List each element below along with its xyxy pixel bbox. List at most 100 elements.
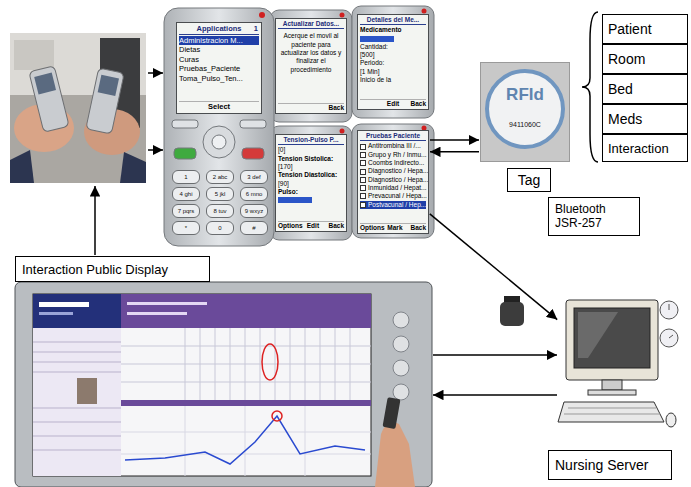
screen-field: [1 Min] [360,68,380,75]
keypad-key: 6 mno [240,187,268,201]
data-box: Patient [602,14,688,44]
softkey-slot [278,104,300,112]
box-label: Interaction [608,141,669,156]
heading-box: Interaction Public Display [15,256,210,282]
checkbox [360,144,366,150]
softkey-slot: Select [206,102,233,112]
screen-row: Coombs Indirecto... [360,159,426,167]
screen-title: Actualizar Datos... [283,20,339,27]
data-box: Meds [602,104,688,134]
field-label: Medicamento [360,26,402,33]
checkbox-item: Grupo y Rh / Inmu... [368,151,427,158]
screen-row: Curas [179,55,259,65]
nursing-server: Nursing Server [558,298,680,446]
softkey-slot: Back [404,100,426,108]
softkey-slot: Back [323,222,344,230]
data-box: Bed [602,74,688,104]
screen-field: [90] [278,180,289,187]
softkey-slot: Options [360,224,385,232]
keypad-key: 2 abc [206,170,234,184]
checkbox-item: Prevacunal / Hepa... [368,192,427,199]
field-label: Pulso: [278,188,298,195]
screen-row: Tension-Pulso P... [278,136,344,145]
softkey-label: Select [208,102,230,111]
box-label: Bluetooth JSR-257 [555,202,606,230]
screen-field: Periodo: [360,59,384,66]
phone-screen: Detalles del Me... MedicamentoCantidad:[5… [357,14,429,110]
arrow-connector [430,214,557,320]
screen-row: Detalles del Me... [360,16,426,25]
screen-row: Periodo: [360,59,426,67]
keypad-key: 0 [206,221,234,235]
checkbox [360,193,366,199]
screen-field: [170] [278,163,292,170]
screen-row: Dietas [179,45,259,55]
field-label: Tension Diastolica: [278,171,337,178]
box-label: Tag [518,172,541,188]
softkey-label: Mark [387,224,402,231]
softkey-slot [300,104,322,112]
rfid-tag: RFId 9411060C [480,62,570,162]
softkey-slot: Mark [385,224,406,232]
checkbox-item: Diagnostico / Hepa... [368,176,428,183]
tag-brand: RFId [481,85,569,105]
screen-field: Toma_Pulso_Ten... [179,74,243,83]
phone-screen: Tension-Pulso P...[0]Tension Sistolica:[… [275,134,347,232]
box-label: Room [608,51,645,67]
screen-row: Postvacunal / Hep... [360,201,426,209]
keypad-key: 1 [172,170,200,184]
softkey-label: Back [410,224,426,231]
data-box: Interaction [602,134,688,162]
screen-row: Diagnostico / Hepa... [360,176,426,184]
screen-row: Applications1 [179,24,259,35]
screen-row: [500] [360,51,426,59]
hands-photo [10,33,146,183]
computer [558,300,678,427]
screen-row: Toma_Pulso_Ten... [179,74,259,84]
checkbox-item: Coombs Indirecto... [368,159,424,166]
screen-row: Pulso: [278,188,344,196]
keypad-key: 4 ghi [172,187,200,201]
protocol-box: Bluetooth JSR-257 [548,197,640,236]
input-field [360,36,394,42]
screen-row: Pruebas Paciente [360,132,426,141]
screen-row: Inicio de la [360,76,426,84]
label-box: Tag [507,168,551,192]
checkbox [360,177,366,183]
softkey-slot [179,102,206,112]
flow-arrows [95,73,163,255]
screen-message: Acerque el movil al paciente para actual… [281,32,342,72]
softkey-label: Edit [307,222,319,229]
screen-row: [0] [278,146,344,154]
softkey-label: Options [360,224,385,231]
screen-row: Medicamento [360,26,426,34]
keypad-key: 9 wxyz [240,204,268,218]
screen-field: Curas [179,55,199,64]
screen-row: Administracion M... [179,36,259,46]
screen-row: [1 Min] [360,68,426,76]
checkbox [360,152,366,158]
screen-field: Inicio de la [360,76,391,83]
screen-row: Cantidad: [360,43,426,51]
screen-title: Tension-Pulso P... [283,136,338,143]
box-label: Bed [608,81,633,97]
phone-screen: Pruebas PacienteAntitrombina III /...Gru… [357,130,429,234]
public-display-monitor [15,282,432,487]
softkey-slot: Back [405,224,426,232]
screen-title: Applications [196,24,241,33]
screen-row: Acerque el movil al paciente para actual… [278,32,344,74]
screen-title: Detalles del Me... [367,16,419,23]
softkey-bar: EditBack [360,99,426,108]
softkey-label: Options [278,222,303,229]
phone-bodies [164,6,434,246]
checkbox-item-selected: Postvacunal / Hep... [368,201,426,208]
phone-screen: Applications1Administracion M...DietasCu… [176,22,262,114]
softkey-bar: Options Edit Back [278,221,344,230]
keypad-key: # [240,221,268,235]
checkbox [360,185,366,191]
tag-disc [485,69,565,149]
tag-serial: 9411060C [481,121,569,128]
public-display: Interaction Public Display [15,282,432,487]
screen-field: Cantidad: [360,43,388,50]
